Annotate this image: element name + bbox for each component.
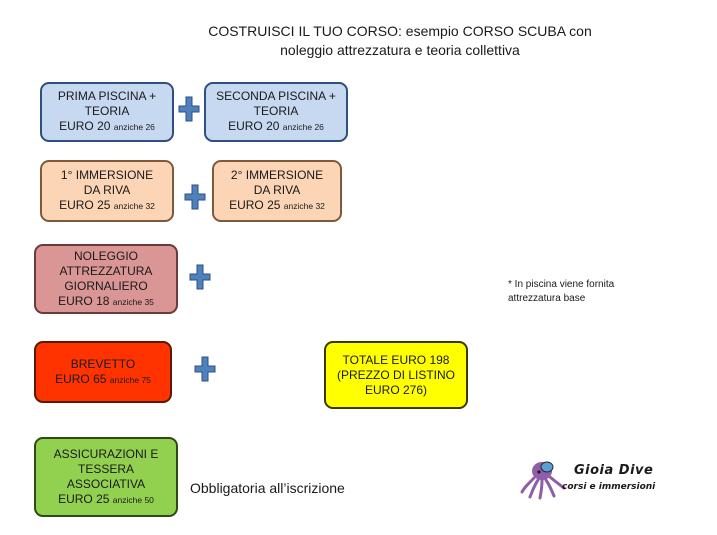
box-noleggio: NOLEGGIO ATTREZZATURA GIORNALIERO EURO 1… <box>34 244 178 314</box>
box-assicurazioni: ASSICURAZIONI E TESSERA ASSOCIATIVA EURO… <box>34 437 178 517</box>
box-totale: TOTALE EURO 198 (PREZZO DI LISTINO EURO … <box>324 341 468 409</box>
box-line: GIORNALIERO <box>64 278 148 293</box>
mandatory-note: Obbligatoria all’iscrizione <box>190 480 345 496</box>
box-line: ATTREZZATURA <box>59 263 153 278</box>
note-line: attrezzatura base <box>508 293 586 304</box>
box-line: (PREZZO DI LISTINO <box>336 367 455 382</box>
box-price: EURO 20 anziche 26 <box>59 119 155 133</box>
title-line-2: noleggio attrezzatura e teoria collettiv… <box>280 42 520 58</box>
octopus-icon <box>520 461 566 500</box>
box-seconda-piscina: SECONDA PISCINA + TEORIA EURO 20 anziche… <box>204 82 348 142</box>
box-line: PRIMA PISCINA + <box>57 89 157 103</box>
title-line-1: COSTRUISCI IL TUO CORSO: esempio CORSO S… <box>208 23 592 39</box>
gioia-dive-logo: Gioia Dive corsi e immersioni <box>518 456 678 502</box>
box-line: 2° IMMERSIONE <box>230 168 324 182</box>
box-price: EURO 25 anziche 32 <box>59 198 155 212</box>
box-price: EURO 18 anziche 35 <box>58 293 154 308</box>
equipment-note: * In piscina viene fornita attrezzatura … <box>508 278 614 306</box>
box-line: EURO 276) <box>364 382 428 397</box>
box-price: EURO 25 anziche 50 <box>58 491 154 506</box>
box-price: EURO 65 anziche 75 <box>55 371 151 386</box>
plus-icon <box>184 184 206 210</box>
box-line: ASSICURAZIONI E <box>53 446 159 461</box>
box-price: EURO 25 anziche 32 <box>229 198 325 212</box>
box-line: DA RIVA <box>83 183 131 197</box>
plus-icon <box>189 264 211 290</box>
box-line: TOTALE EURO 198 <box>342 352 450 367</box>
box-line: SECONDA PISCINA + <box>216 89 336 103</box>
page-title: COSTRUISCI IL TUO CORSO: esempio CORSO S… <box>190 22 610 60</box>
box-line: 1° IMMERSIONE <box>60 168 154 182</box>
box-line: BREVETTO <box>70 356 136 371</box>
box-line: TEORIA <box>84 104 130 118</box>
logo-name: Gioia Dive <box>574 463 654 478</box>
box-line: TEORIA <box>253 104 299 118</box>
plus-icon <box>178 96 200 122</box>
plus-icon <box>194 356 216 382</box>
box-line: DA RIVA <box>253 183 301 197</box>
box-price: EURO 20 anziche 26 <box>228 119 324 133</box>
box-line: NOLEGGIO <box>73 248 138 263</box>
box-seconda-immersione: 2° IMMERSIONE DA RIVA EURO 25 anziche 32 <box>212 160 342 222</box>
box-prima-immersione: 1° IMMERSIONE DA RIVA EURO 25 anziche 32 <box>40 160 174 222</box>
box-line: TESSERA <box>77 461 134 476</box>
note-line: * In piscina viene fornita <box>508 279 615 290</box>
logo-tagline: corsi e immersioni <box>562 482 656 492</box>
box-brevetto: BREVETTO EURO 65 anziche 75 <box>34 341 172 403</box>
box-prima-piscina: PRIMA PISCINA + TEORIA EURO 20 anziche 2… <box>40 82 174 142</box>
box-line: ASSOCIATIVA <box>66 476 146 491</box>
